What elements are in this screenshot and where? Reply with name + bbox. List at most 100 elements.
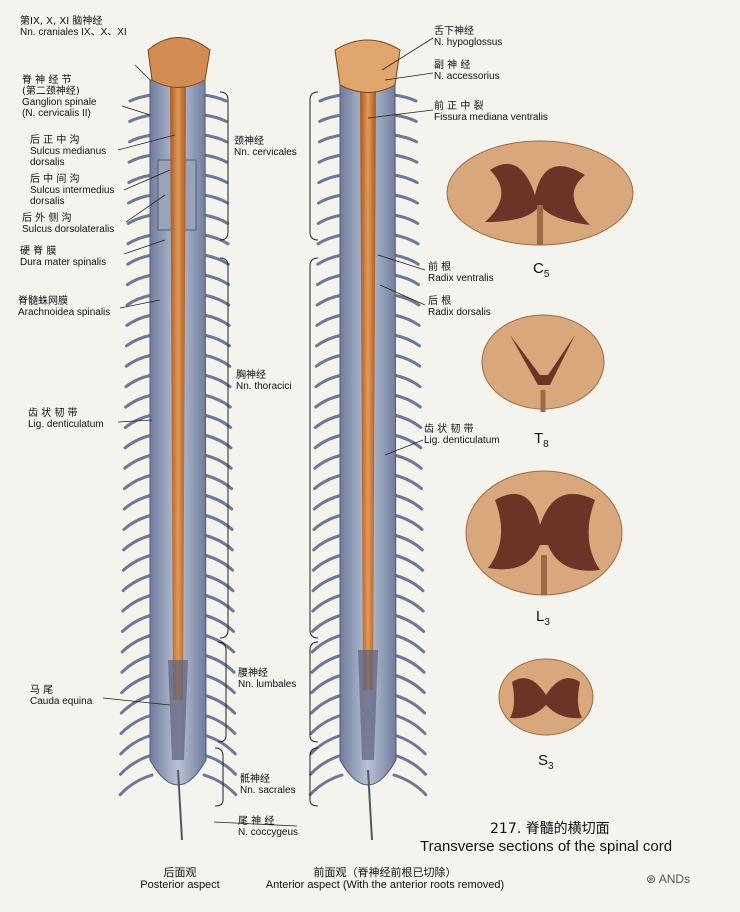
figure-title: 217. 脊髓的横切面 Transverse sections of the s… [420,821,673,855]
nerve-root [119,733,154,756]
section-l3 [465,470,623,596]
nerve-root [392,433,423,450]
nerve-root [202,153,229,164]
section-label-t8: T8 [534,430,549,450]
nerve-root [316,233,344,246]
nerve-root [311,593,344,613]
nerve-root [122,533,154,552]
nerve-root [317,193,344,205]
nerve-root [202,413,233,429]
nerve-root [315,293,344,307]
nerve-root [121,553,154,572]
section-s3 [498,658,594,736]
nerve-root [392,233,420,246]
posterior-cord [118,37,238,841]
nerve-root [124,373,154,389]
nerve-root [314,373,344,389]
nerve-root [392,213,420,225]
posterior-nerve-roots [118,93,238,797]
label-radix-dorsalis: 后 根 Radix dorsalis [428,296,491,318]
nerve-root [202,613,235,633]
nerve-root [202,533,234,552]
nerve-root [123,433,154,450]
nerve-root [309,733,344,756]
nerve-root [392,153,419,164]
nerve-root [202,713,237,735]
nerve-root [202,633,236,654]
nerve-root [123,413,154,429]
nerve-root [392,273,421,287]
posterior-medulla [147,37,211,88]
label-nn-sacrales: 骶神经 Nn. sacrales [240,774,296,796]
nerve-root [392,173,419,185]
nerve-root [308,773,344,797]
label-n-hypoglossus: 舌下神经 N. hypoglossus [434,26,503,48]
label-nn-thoracici: 胸神经 Nn. thoracici [236,370,292,392]
anterior-filum [367,769,373,841]
nerve-root [202,373,232,389]
nerve-root [120,673,154,695]
nerve-root [202,593,235,613]
nerve-root [202,553,235,572]
nerve-root [123,473,154,491]
nerve-root [392,293,421,307]
nerve-root [313,453,344,470]
nerve-root [123,453,154,470]
label-sulcus-medianus: 后 正 中 沟 Sulcus medianus dorsalis [30,135,107,168]
anterior-cord [308,39,428,841]
watermark: ⊛ ANDs [646,872,691,886]
nerve-root [309,693,344,715]
nerve-root [313,473,344,491]
nerve-root [202,513,234,531]
nerve-root [127,193,154,205]
nerve-root [392,553,425,572]
nerve-root [202,133,229,144]
nerve-root [392,473,423,491]
nerve-root [202,753,237,776]
nerve-root [392,713,427,735]
nerve-root [312,493,344,511]
nerve-root [202,653,236,674]
nerve-root [392,593,425,613]
label-sulcus-dorsolateralis: 后 外 侧 沟 Sulcus dorsolateralis [22,213,115,235]
label-ganglion-spinale: 脊 神 经 节 (第二颈神经) Ganglion spinale (N. cer… [22,75,97,119]
label-arachnoidea: 脊髓蛛网膜 Arachnoidea spinalis [18,296,111,318]
nerve-root [127,173,154,185]
label-cranial-nerves: 第IX, X, XI 脑神经 Nn. craniales IX、X、XI [20,16,127,38]
section-label-l3: L3 [536,608,550,628]
nerve-root [317,133,344,144]
nerve-root [392,133,419,144]
nerve-root [128,93,154,103]
nerve-root [392,573,425,593]
nerve-root [126,213,154,225]
label-n-accessorius: 副 神 经 N. accessorius [434,60,500,82]
anterior-nerve-roots [308,93,428,797]
nerve-root [315,313,344,327]
nerve-root [392,453,423,470]
nerve-root [202,113,228,123]
nerve-root [315,333,344,348]
nerve-root [392,673,426,695]
nerve-root [202,673,236,695]
nerve-root [392,753,427,776]
nerve-root [392,653,426,674]
nerve-root [126,233,154,246]
nerve-root [202,293,231,307]
nerve-root [118,773,154,797]
nerve-root [126,253,154,266]
nerve-root [202,773,238,797]
nerve-root [202,733,237,756]
nerve-root [202,213,230,225]
nerve-root [311,613,344,633]
label-cauda-equina: 马 尾 Cauda equina [30,685,93,707]
nerve-root [310,653,344,674]
nerve-root [127,153,154,164]
nerve-root [311,573,344,593]
section-label-s3: S3 [538,752,554,772]
nerve-root [121,573,154,593]
label-dura-mater: 硬 脊 膜 Dura mater spinalis [20,246,107,268]
nerve-root [202,353,232,368]
section-label-c5: C5 [533,260,550,280]
nerve-root [202,193,229,205]
